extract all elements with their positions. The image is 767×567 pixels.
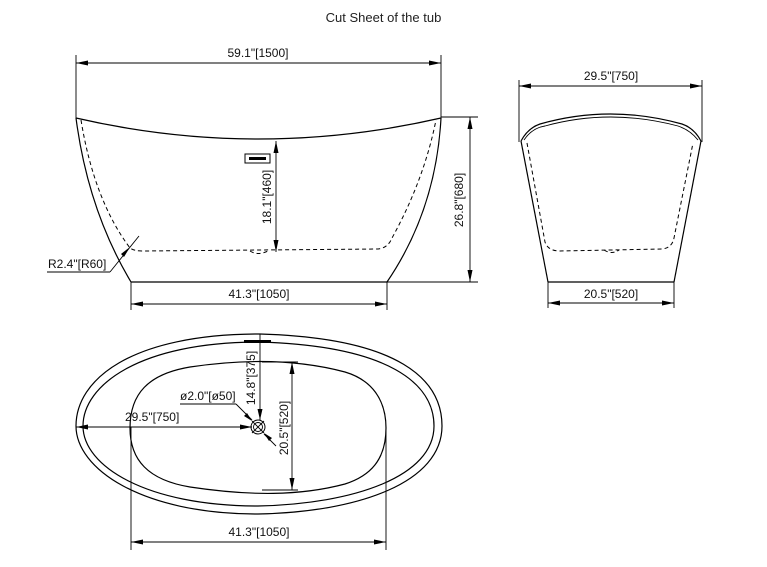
plan-basin — [129, 360, 387, 495]
water-depth-label: 18.1"[460] — [260, 170, 274, 224]
side-base-length-label: 41.3"[1050] — [229, 287, 290, 301]
plan-base-length-label: 41.3"[1050] — [229, 525, 290, 539]
corner-radius-label: R2.4"[R60] — [48, 257, 106, 271]
end-base-width-label: 20.5"[520] — [584, 287, 638, 301]
overflow-slot — [249, 157, 266, 160]
plan-view: 14.8"[375] 20.5"[520] ø2.0"[ø50] 29.5"[7… — [75, 333, 443, 550]
plan-overflow-icon — [244, 340, 271, 343]
end-view: 29.5"[750] 20.5"[520] — [518, 69, 703, 308]
side-rim — [75, 117, 442, 140]
drain-to-overflow-label: 14.8"[375] — [244, 351, 258, 405]
plan-inner-rim — [82, 341, 435, 507]
overall-height-label: 26.8"[680] — [452, 173, 466, 227]
drain-diameter-label: ø2.0"[ø50] — [180, 389, 236, 403]
end-top-width-label: 29.5"[750] — [584, 69, 638, 83]
plan-outer-rim — [75, 333, 443, 515]
side-right-wall — [386, 117, 442, 283]
drain-to-end-label: 29.5"[750] — [125, 410, 179, 424]
inner-width-label: 20.5"[520] — [277, 401, 291, 455]
overall-length-label: 59.1"[1500] — [228, 46, 289, 60]
page-title: Cut Sheet of the tub — [325, 10, 442, 25]
side-left-wall — [75, 117, 132, 283]
side-view: 59.1"[1500] 18.1"[460] 26.8"[680] R2.4"[… — [47, 46, 478, 310]
